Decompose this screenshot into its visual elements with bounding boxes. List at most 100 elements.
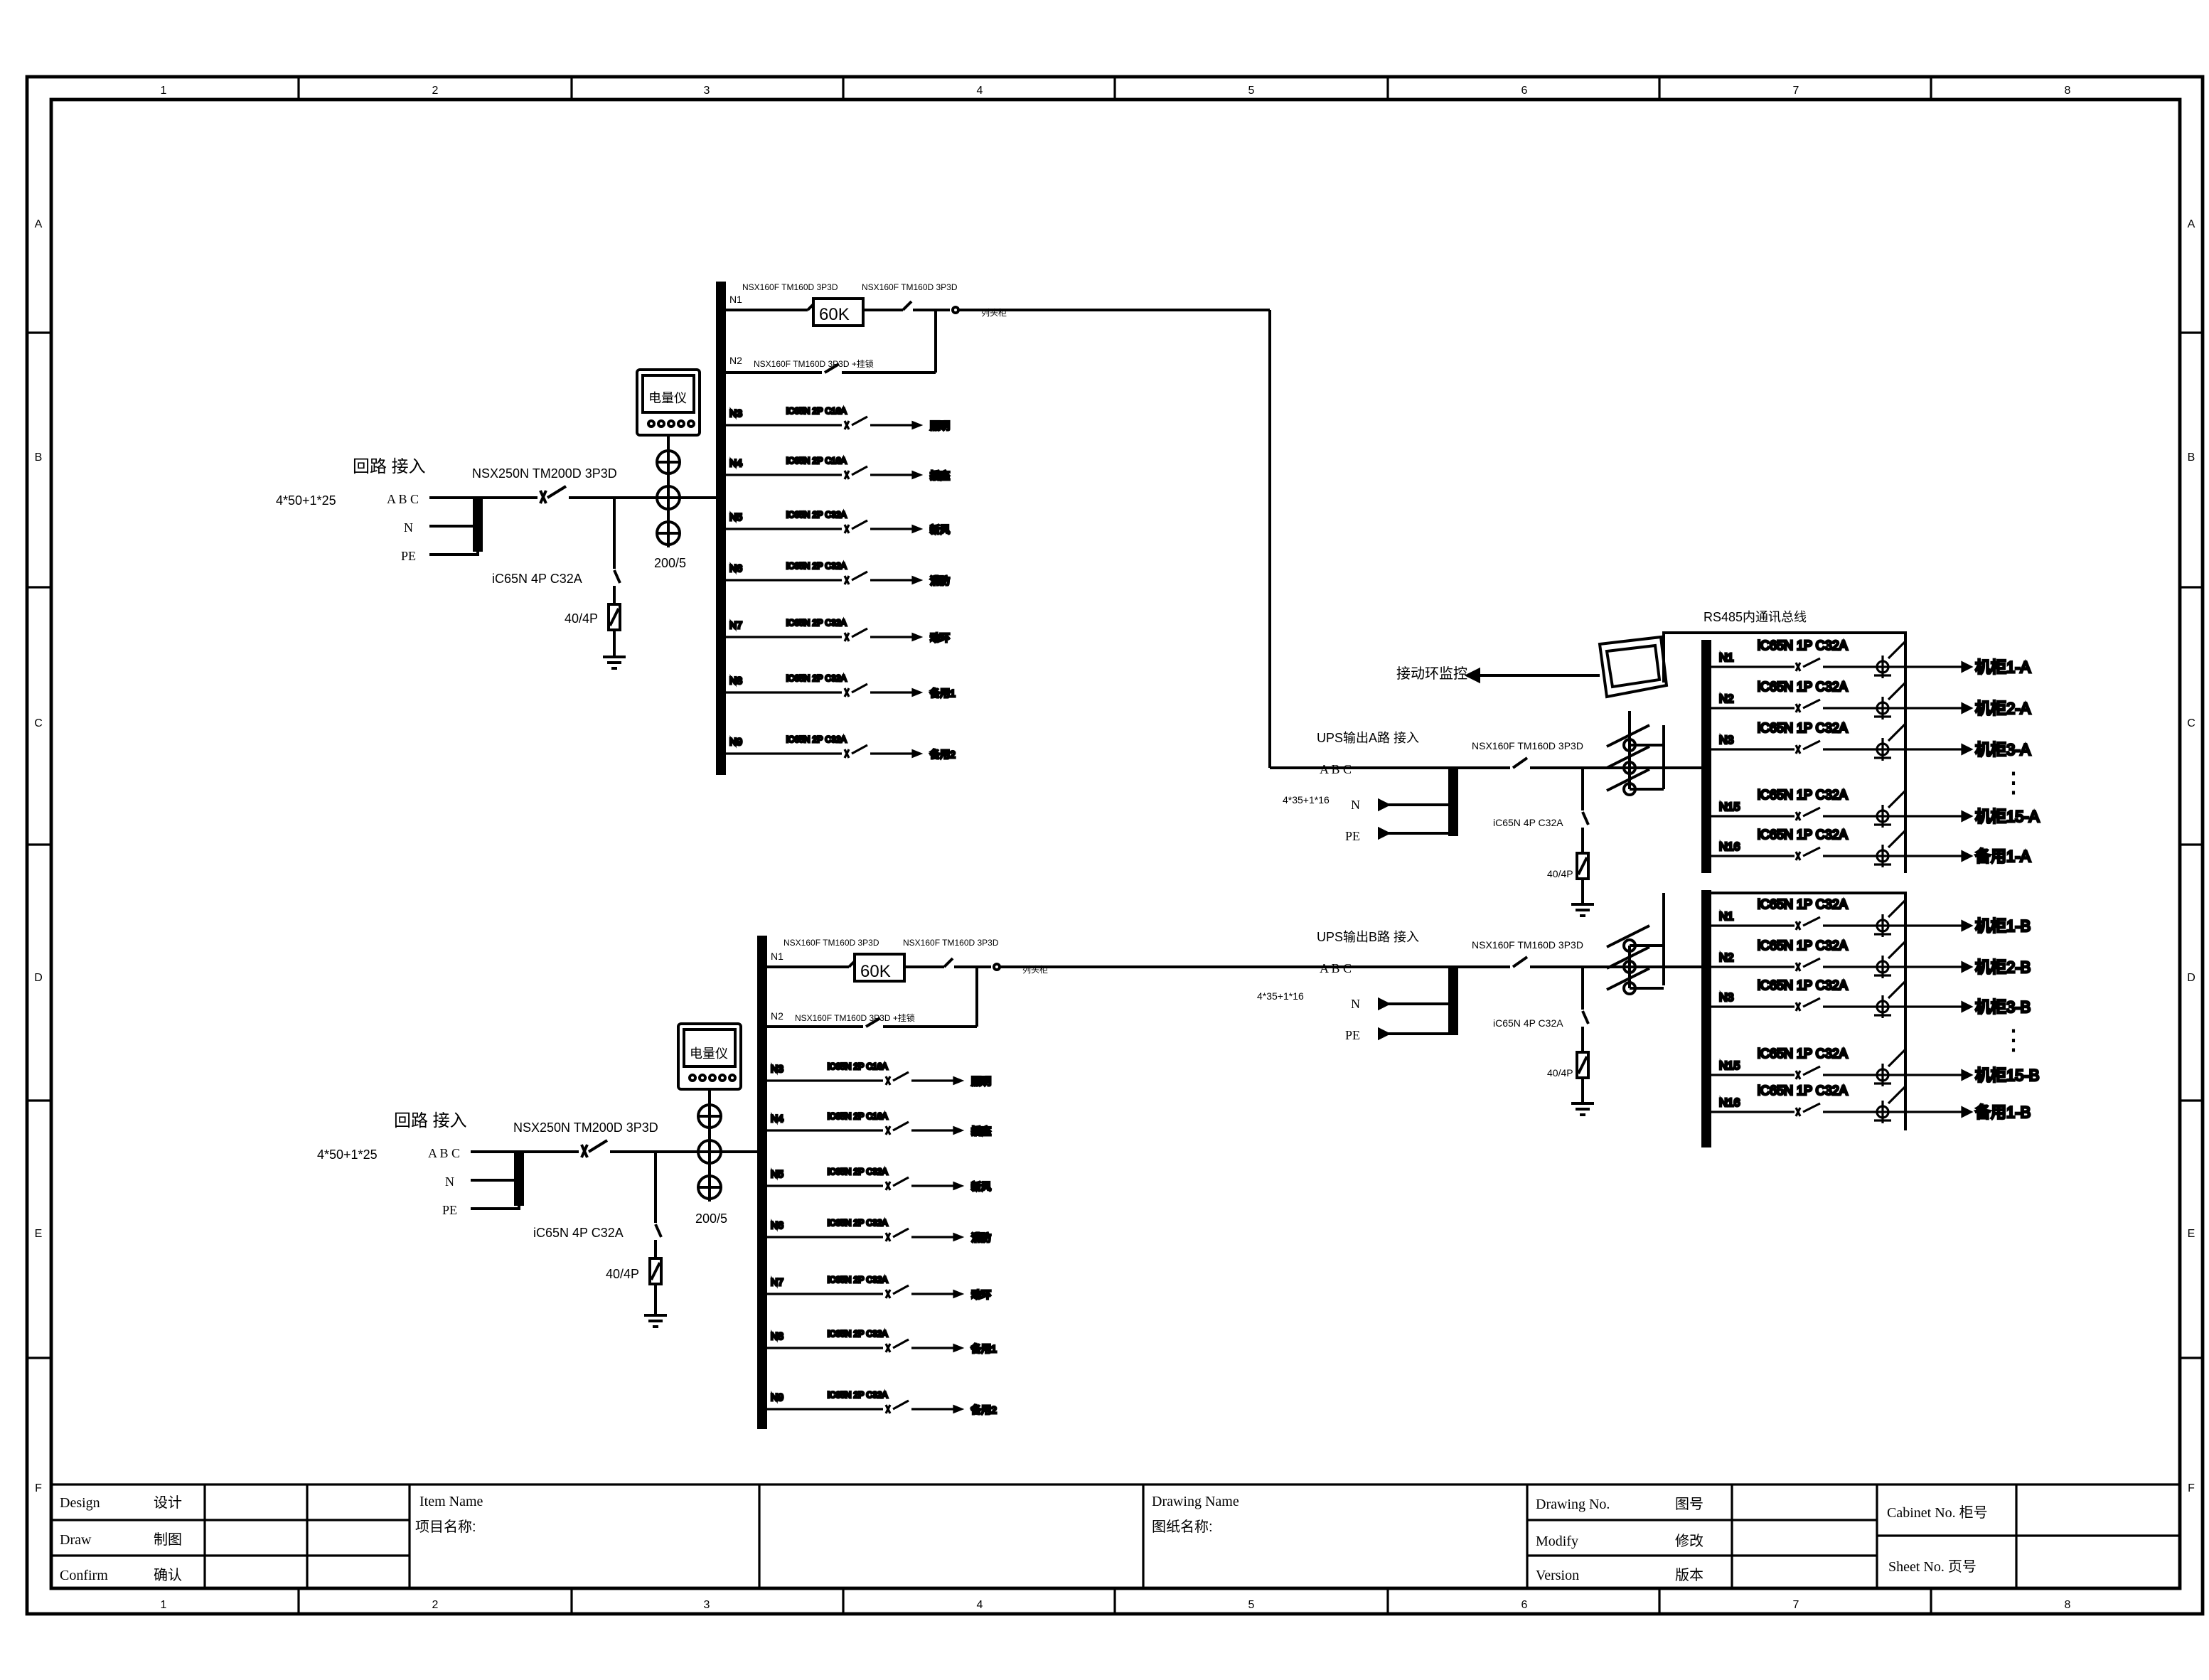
circuit-id: N16	[1719, 841, 1740, 853]
breaker-label: iC65N 1P C32A	[1758, 978, 1848, 993]
row-label: A	[35, 218, 43, 230]
breaker-label: iC65N 2P C32A	[786, 561, 847, 571]
ct-label: 200/5	[654, 556, 686, 570]
breaker-label: iC65N 1P C32A	[1758, 721, 1848, 735]
branch-circuit: N3 iC65N 2P C16A 照明	[721, 405, 951, 433]
column-label: 4	[977, 85, 983, 97]
target-label: 列头柜	[981, 308, 1007, 318]
drawing-frame: 1 2 3 4 5 6 7 8 1 2 3 4 5 6 7 8 A B C D …	[25, 75, 2205, 1616]
breaker-label: iC65N 2P C32A	[828, 1329, 888, 1339]
breaker-label: iC65N 2P C16A	[786, 406, 847, 416]
circuit-id: N2	[1719, 952, 1734, 964]
modify-label-cn: 修改	[1675, 1533, 1703, 1549]
phase-label: PE	[401, 549, 416, 563]
column-label: 6	[1521, 85, 1528, 97]
circuit-id: N15	[1719, 801, 1740, 813]
row-label: C	[2187, 717, 2195, 729]
breaker-label: iC65N 1P C32A	[1758, 897, 1848, 911]
load-label: 备用1	[930, 687, 956, 699]
circuit-id: N3	[771, 1063, 783, 1074]
title-block: Design 设计 Draw 制图 Confirm 确认 Item Name 项…	[51, 1483, 2180, 1588]
circuit-id: N5	[729, 511, 742, 523]
rack-load-label: 机柜2-B	[1975, 958, 2031, 976]
circuit-id: N1	[1719, 911, 1734, 923]
breaker-label: iC65N 1P C32A	[1758, 788, 1848, 802]
load-label: 新风	[971, 1181, 991, 1192]
meter-label: 电量仪	[690, 1047, 728, 1061]
row-label: B	[35, 451, 43, 464]
breaker-label: iC65N 2P C32A	[828, 1275, 888, 1285]
incoming-title: 回路 接入	[394, 1111, 467, 1130]
incoming-title: 回路 接入	[353, 457, 426, 476]
phase-label: A B C	[1320, 762, 1352, 776]
circuit-id: N3	[729, 407, 742, 419]
row-label: E	[2188, 1228, 2195, 1240]
cable-spec: 4*35+1*16	[1257, 990, 1304, 1002]
phase-label: N	[1351, 798, 1360, 812]
breaker-label: iC65N 2P C16A	[828, 1111, 888, 1121]
breaker-label: iC65N 2P C32A	[786, 510, 847, 520]
rack-load-label: 机柜15-A	[1975, 808, 2040, 825]
ellipsis: ⋮	[1999, 1024, 2028, 1056]
phase-label: A B C	[428, 1146, 460, 1160]
breaker-label: NSX160F TM160D 3P3D	[862, 282, 958, 292]
circuit-id: N5	[771, 1168, 783, 1179]
load-label: 备用2	[930, 749, 956, 760]
rack-load-label: 机柜3-B	[1975, 998, 2031, 1016]
load-label: 消防	[930, 575, 950, 587]
cable-spec: 4*35+1*16	[1283, 794, 1330, 806]
main-breaker-label: NSX250N TM200D 3P3D	[472, 466, 617, 481]
cable-spec: 4*50+1*25	[276, 493, 336, 508]
circuit-id: N1	[771, 951, 783, 962]
spd-breaker-label: iC65N 4P C32A	[1493, 1017, 1563, 1029]
rack-branch-circuit: N3 iC65N 1P C32A 机柜3-B	[1706, 977, 2032, 1018]
rack-load-label: 备用1-B	[1975, 1103, 2031, 1121]
load-label: 备用1	[971, 1343, 997, 1354]
draw-label-en: Draw	[60, 1532, 92, 1548]
circuit-id: N7	[729, 619, 742, 631]
ct-label: 200/5	[695, 1211, 727, 1226]
row-label: F	[2188, 1482, 2195, 1494]
spd-label: 40/4P	[1547, 1067, 1573, 1079]
breaker-label: iC65N 1P C32A	[1758, 938, 1848, 953]
design-label-cn: 设计	[154, 1494, 182, 1511]
circuit-id: N8	[771, 1330, 783, 1342]
item-name-label-en: Item Name	[419, 1494, 483, 1509]
column-label: 5	[1248, 85, 1255, 97]
column-label: 6	[1521, 1599, 1528, 1611]
spd-breaker-label: iC65N 4P C32A	[1493, 817, 1563, 828]
ups-b-title: UPS输出B路 接入	[1317, 930, 1419, 944]
breaker-label: iC65N 2P C32A	[786, 673, 847, 683]
circuit-id: N2	[1719, 693, 1734, 705]
column-label: 3	[704, 85, 710, 97]
rack-load-label: 备用1-A	[1975, 847, 2031, 865]
breaker-label: iC65N 2P C32A	[828, 1167, 888, 1177]
rack-load-label: 机柜1-A	[1975, 658, 2031, 676]
circuit-id: N4	[771, 1113, 783, 1124]
circuit-id: N6	[771, 1219, 783, 1231]
rack-load-label: 机柜15-B	[1975, 1066, 2039, 1084]
load-label: 插座	[930, 470, 950, 481]
phase-label: PE	[1345, 1028, 1360, 1042]
circuit-id: N7	[771, 1276, 783, 1288]
column-label: 8	[2065, 1599, 2071, 1611]
spd-label: 40/4P	[1547, 868, 1573, 879]
version-label-en: Version	[1536, 1568, 1579, 1583]
drawing-no-label-cn: 图号	[1675, 1497, 1703, 1512]
ellipsis: ⋮	[1999, 767, 2028, 798]
load-label: 照明	[930, 420, 950, 432]
row-label: F	[35, 1482, 42, 1494]
rack-branch-circuit: N15 iC65N 1P C32A 机柜15-A	[1706, 786, 2040, 828]
drawing-name-label-cn: 图纸名称:	[1152, 1519, 1213, 1535]
breaker-label: NSX160F TM160D 3P3D	[783, 938, 879, 948]
branch-circuit: N8 iC65N 2P C32A 备用1	[762, 1327, 998, 1356]
circuit-id: N3	[1719, 992, 1734, 1004]
